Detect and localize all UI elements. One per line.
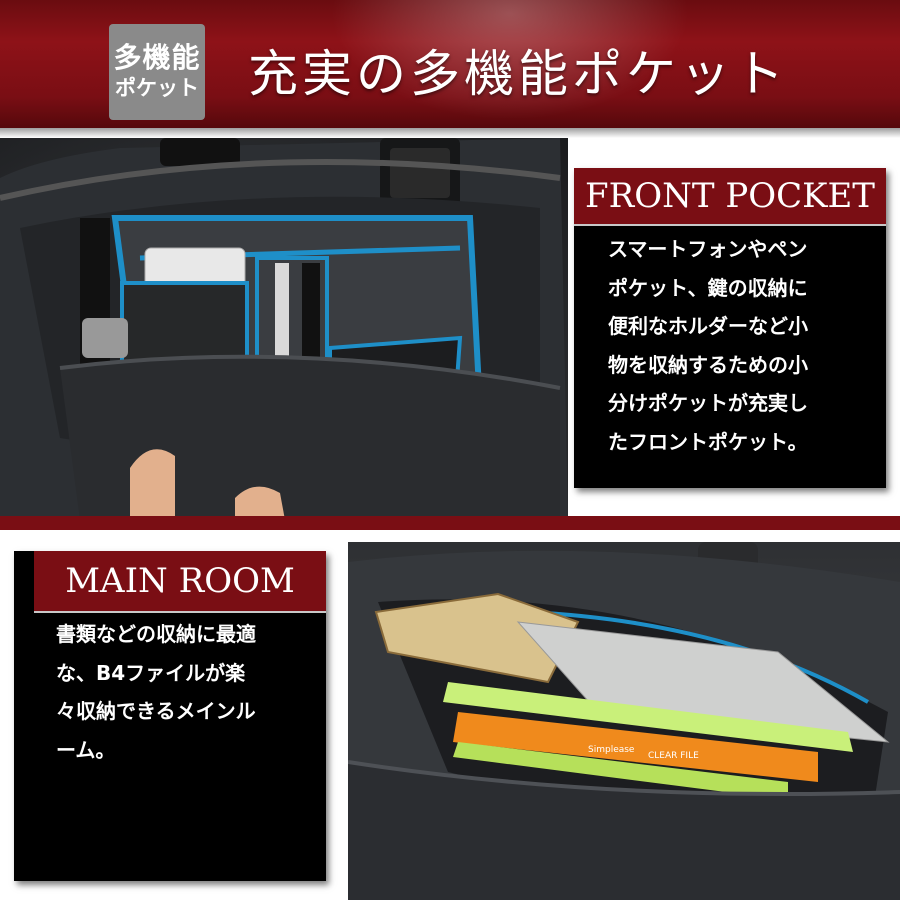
front-pocket-heading: FRONT POCKET — [574, 168, 886, 226]
header-banner: 多機能 ポケット 充実の多機能ポケット — [0, 0, 900, 138]
main-room-line: 書類などの収納に最適 — [56, 622, 256, 646]
clear-file-label: CLEAR FILE — [648, 751, 699, 761]
front-pocket-photo — [0, 138, 568, 520]
main-room-line: な、B4ファイルが楽 — [56, 660, 246, 685]
main-room-panel: MAIN ROOM 書類などの収納に最適 な、B4ファイルが楽 々収納できるメイ… — [14, 551, 326, 881]
main-room-photo: Simplease CLEAR FILE — [348, 542, 900, 900]
front-pocket-line: スマートフォンやペン — [608, 237, 808, 261]
front-pocket-description: スマートフォンやペン ポケット、鍵の収納に 便利なホルダーなど小 物を収納するた… — [608, 230, 878, 462]
main-room-description: 書類などの収納に最適 な、B4ファイルが楽 々収納できるメインル ーム。 — [56, 615, 306, 770]
front-pocket-illustration — [0, 138, 568, 520]
page-title: 充実の多機能ポケット — [248, 45, 788, 103]
header-band — [0, 128, 900, 138]
front-pocket-line: 便利なホルダーなど小 — [608, 314, 808, 339]
badge-line1: 多機能 — [113, 41, 201, 74]
front-pocket-line: たフロントポケット。 — [608, 429, 808, 454]
main-room-heading: MAIN ROOM — [34, 551, 326, 613]
front-pocket-line: ポケット、鍵の収納に — [608, 275, 808, 300]
category-badge: 多機能 ポケット — [109, 24, 205, 120]
front-pocket-line: 分けポケットが充実し — [608, 391, 808, 416]
main-room-line: 々収納できるメインル — [56, 699, 256, 724]
header-sheen — [300, 0, 720, 138]
badge-line2: ポケット — [115, 76, 199, 100]
section-divider — [0, 516, 900, 530]
file-brand-label: Simplease — [588, 745, 635, 755]
main-room-line: ーム。 — [56, 738, 116, 763]
main-room-illustration: Simplease CLEAR FILE — [348, 542, 900, 900]
front-pocket-panel: FRONT POCKET スマートフォンやペン ポケット、鍵の収納に 便利なホル… — [574, 168, 886, 488]
front-pocket-line: 物を収納するための小 — [608, 352, 808, 377]
